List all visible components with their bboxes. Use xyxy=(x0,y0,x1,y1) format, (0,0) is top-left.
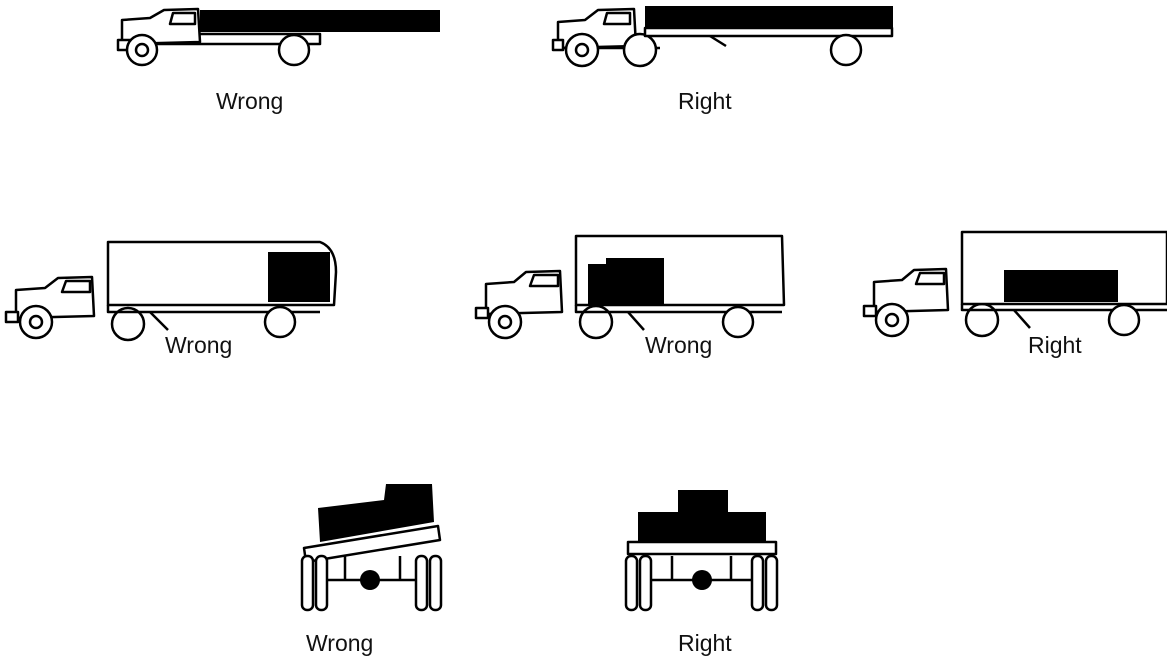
caption-row3-right: Right xyxy=(678,630,732,657)
caption-row3-wrong: Wrong xyxy=(306,630,373,657)
